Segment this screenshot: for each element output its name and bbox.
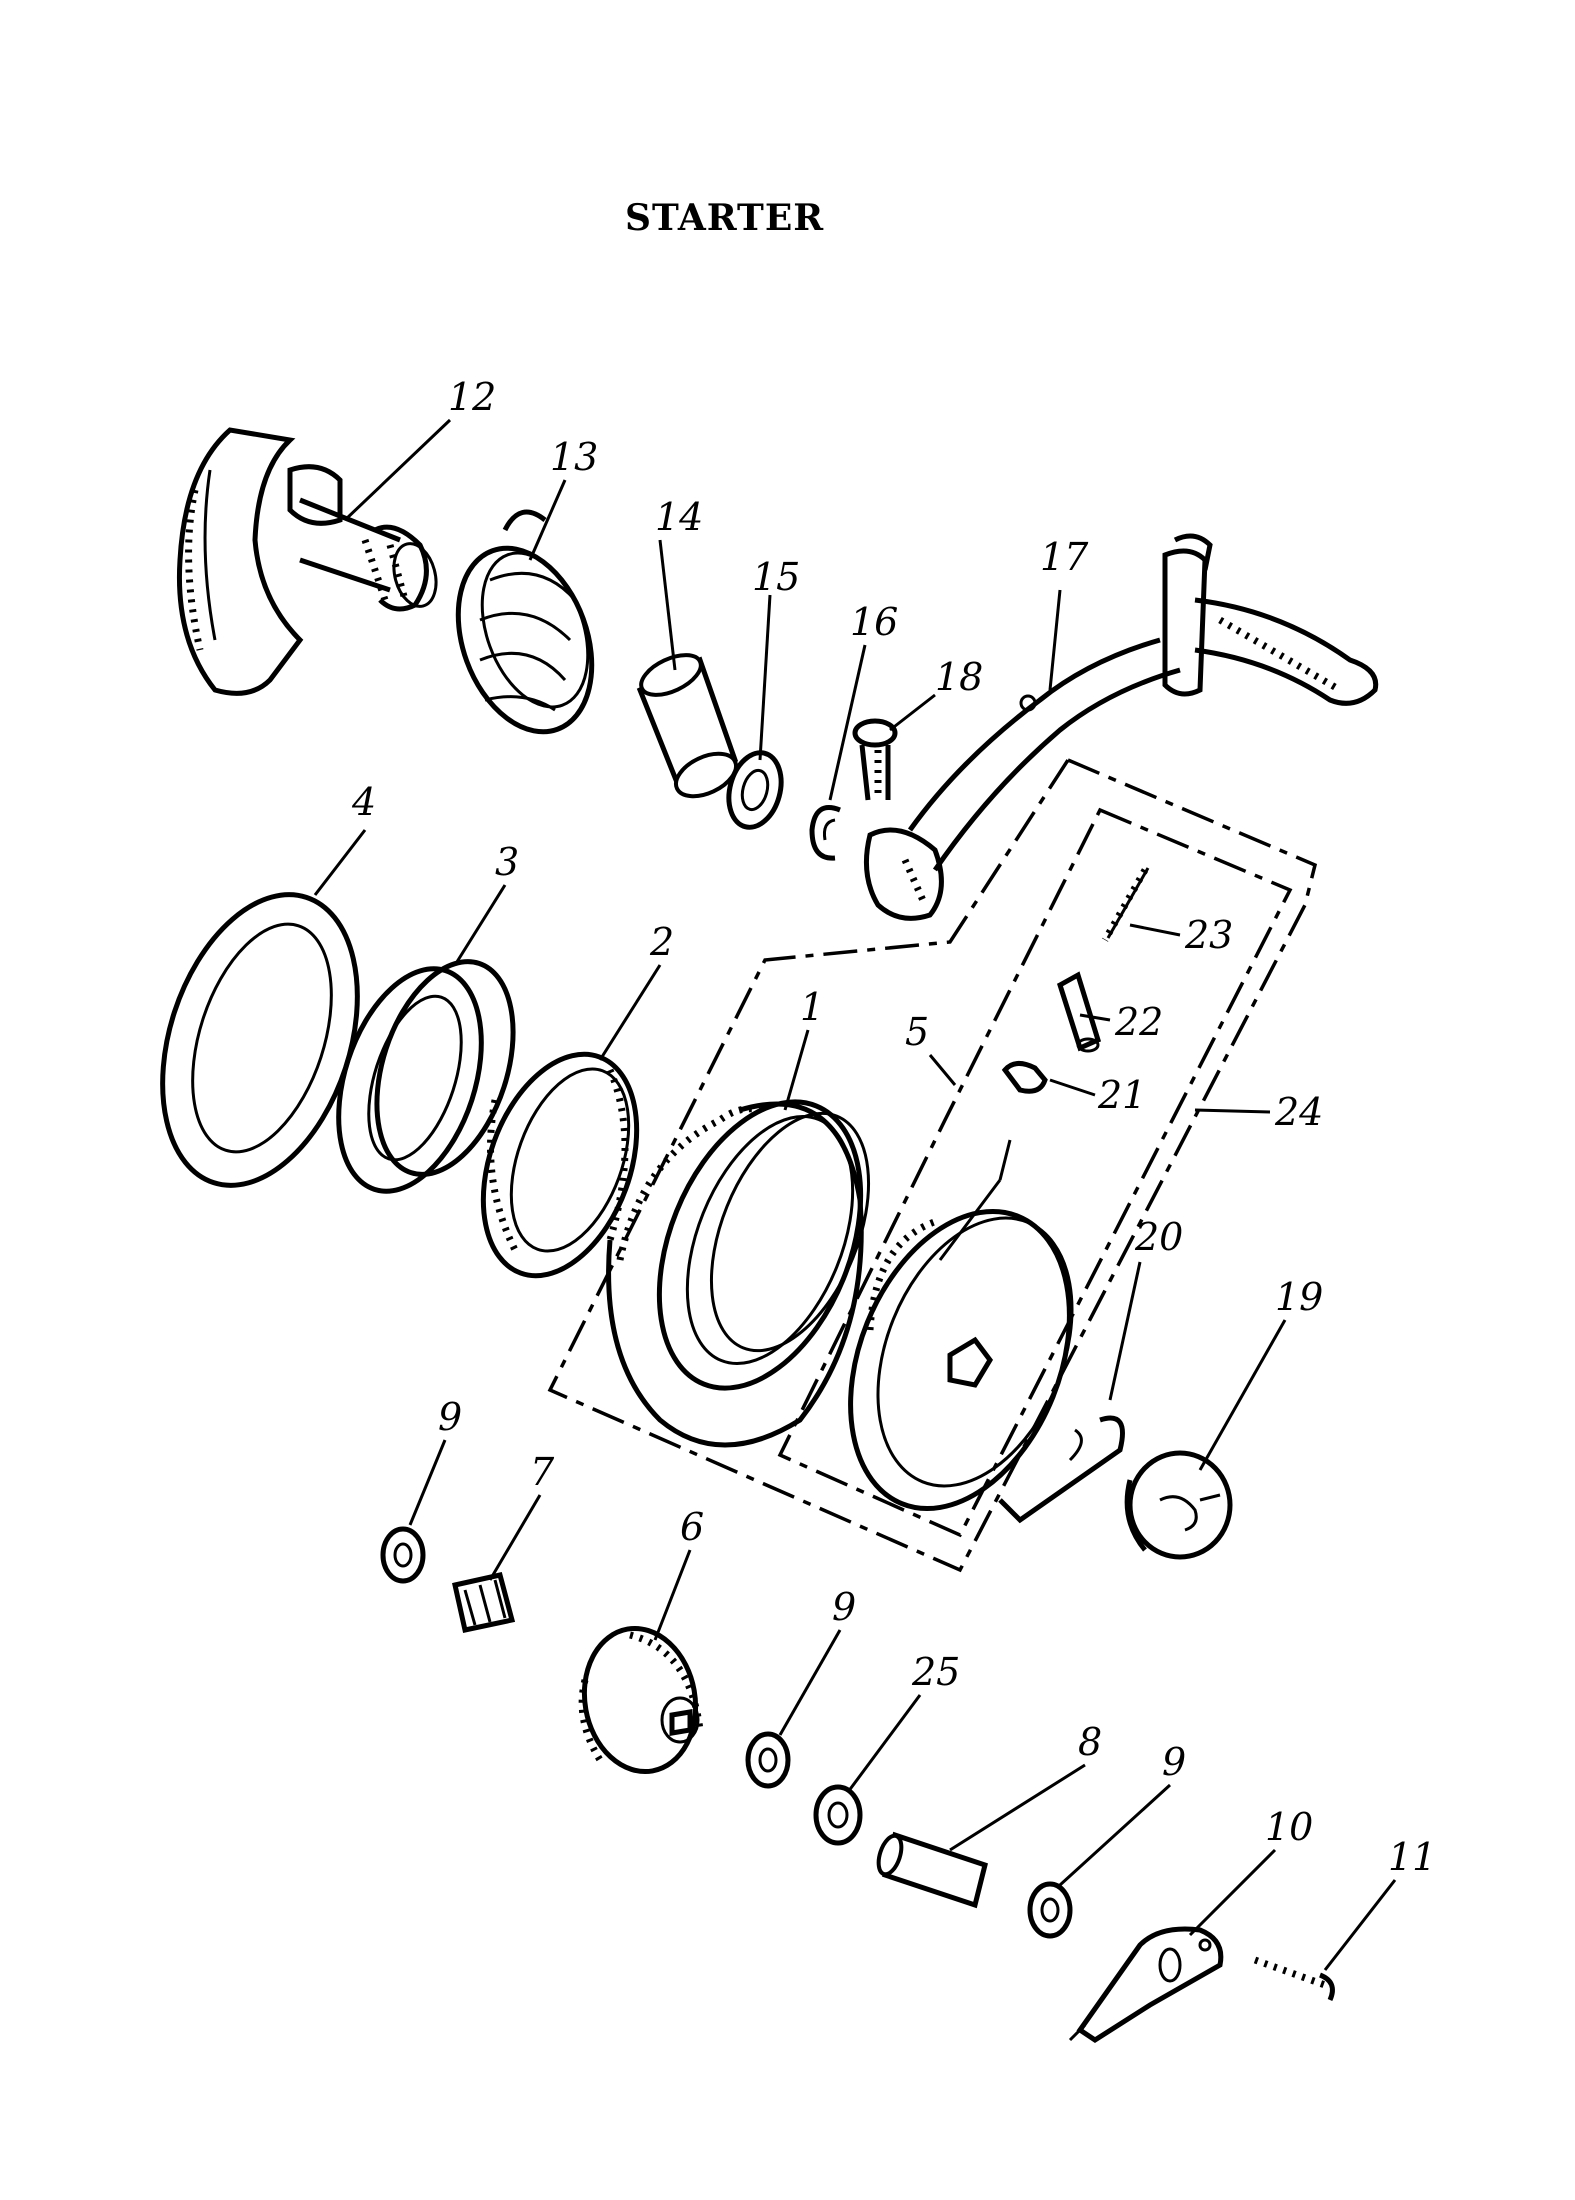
part-9-washer-a bbox=[380, 1526, 426, 1584]
callout-2: 2 bbox=[649, 920, 674, 964]
callout-3: 3 bbox=[495, 840, 519, 884]
part-12-kick-shaft bbox=[176, 427, 438, 696]
callout-6: 6 bbox=[680, 1505, 704, 1549]
part-16-circlip bbox=[809, 805, 841, 861]
callout-1: 1 bbox=[800, 985, 824, 1029]
part-15-washer bbox=[726, 750, 784, 830]
callout-15: 15 bbox=[752, 555, 800, 599]
callout-9-upper: 9 bbox=[438, 1395, 462, 1439]
part-2-needle-bearing bbox=[480, 1051, 640, 1279]
callout-21: 21 bbox=[1097, 1073, 1146, 1117]
callout-10: 10 bbox=[1265, 1805, 1313, 1849]
callout-12: 12 bbox=[448, 375, 496, 419]
callout-7: 7 bbox=[530, 1450, 555, 1494]
part-5-ratchet bbox=[848, 1139, 1074, 1512]
diagram-title: STARTER bbox=[625, 197, 824, 239]
part-7-roller bbox=[452, 1572, 516, 1633]
callout-8: 8 bbox=[1078, 1720, 1102, 1764]
part-19-cap bbox=[1124, 1450, 1233, 1560]
callout-11: 11 bbox=[1388, 1835, 1436, 1879]
part-4-thrust-washer bbox=[160, 892, 360, 1188]
part-14-bushing bbox=[636, 653, 739, 799]
part-8-shaft bbox=[876, 1831, 988, 1909]
part-6-idler-gear bbox=[578, 1625, 704, 1775]
leader-lines bbox=[313, 418, 1397, 1971]
part-11-spring bbox=[1253, 1956, 1335, 2002]
part-20-spring-clip bbox=[998, 1415, 1125, 1524]
callout-17: 17 bbox=[1040, 535, 1089, 579]
callout-18: 18 bbox=[935, 655, 983, 699]
callout-20: 20 bbox=[1134, 1215, 1183, 1259]
part-21-plunger bbox=[1001, 1061, 1048, 1094]
part-9-washer-b bbox=[745, 1731, 791, 1789]
part-9-washer-c bbox=[1027, 1881, 1073, 1939]
callout-16: 16 bbox=[850, 600, 898, 644]
part-23-spring bbox=[1101, 867, 1150, 942]
part-18-bolt bbox=[852, 718, 898, 801]
callout-labels: 12 13 14 15 16 18 17 4 3 2 1 5 23 22 21 … bbox=[351, 375, 1436, 1879]
part-22-pin bbox=[1056, 971, 1102, 1053]
callout-5: 5 bbox=[905, 1010, 929, 1054]
part-13-kick-spring bbox=[455, 509, 595, 735]
callout-19: 19 bbox=[1275, 1275, 1323, 1319]
callout-25: 25 bbox=[911, 1650, 960, 1694]
callout-4: 4 bbox=[351, 780, 376, 824]
callout-22: 22 bbox=[1114, 1000, 1163, 1044]
part-3-collar bbox=[336, 959, 516, 1194]
callout-23: 23 bbox=[1184, 913, 1233, 957]
callout-13: 13 bbox=[550, 435, 598, 479]
callout-9-lower: 9 bbox=[1162, 1740, 1186, 1784]
assembly-outline-24 bbox=[547, 757, 1318, 1573]
callout-24: 24 bbox=[1274, 1090, 1323, 1134]
callout-14: 14 bbox=[655, 495, 703, 539]
callout-9-middle: 9 bbox=[832, 1585, 856, 1629]
part-1-drive-gear bbox=[606, 1099, 871, 1448]
part-10-pawl bbox=[1068, 1926, 1224, 2043]
part-17-kick-lever bbox=[863, 533, 1379, 921]
part-25-shim bbox=[813, 1784, 863, 1846]
